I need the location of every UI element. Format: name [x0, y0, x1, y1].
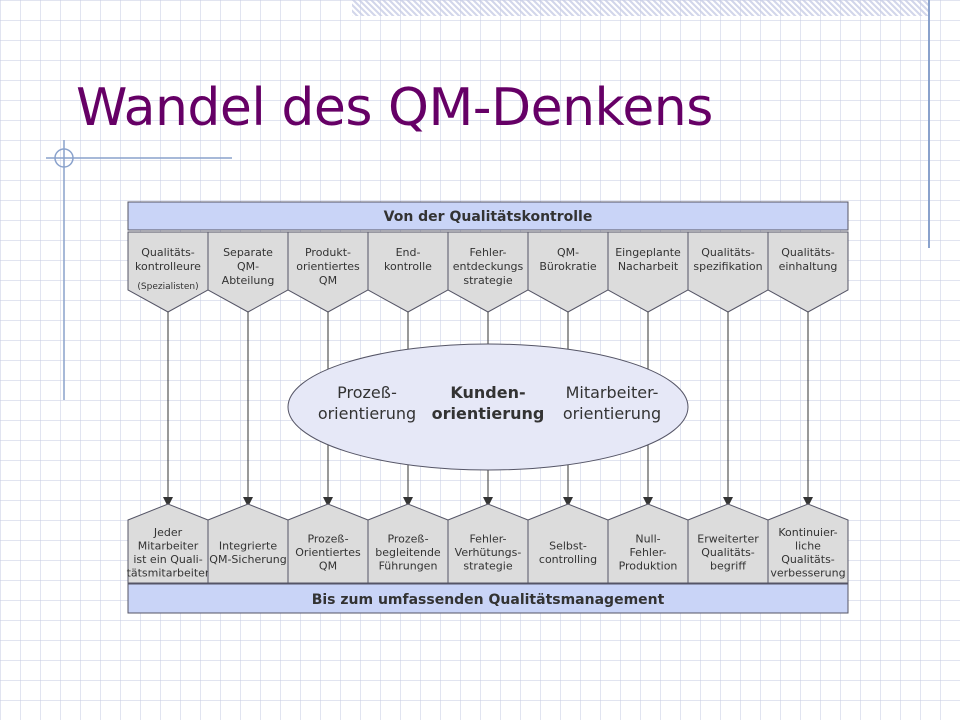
ellipse-label: orientierung	[318, 404, 416, 423]
bottom-item-label: Prozeß-	[387, 533, 428, 546]
top-item-label: QM	[319, 274, 337, 287]
top-item-shape	[287, 231, 369, 313]
top-item-label: Bürokratie	[539, 260, 597, 273]
slide-title: Wandel des QM-Denkens	[76, 78, 713, 138]
bottom-item-label: QM-Sicherung	[209, 553, 286, 566]
crosshair-decoration-icon	[46, 140, 232, 400]
top-item-label: kontrolleure	[135, 260, 201, 273]
top-item-label: spezifikation	[693, 260, 762, 273]
bottom-item-label: verbesserung	[770, 566, 845, 579]
bottom-item-label: Führungen	[379, 560, 438, 573]
top-item-shape	[127, 231, 209, 313]
bottom-item-label: Selbst-	[549, 539, 587, 552]
bottom-item-label: ist ein Quali-	[133, 553, 202, 566]
bottom-item-label: controlling	[539, 553, 597, 566]
right-decor-line	[928, 0, 930, 248]
top-item-label: Abteilung	[222, 274, 275, 287]
bottom-item-label: Jeder	[153, 526, 183, 539]
top-item-shape	[767, 231, 849, 313]
ellipse-label: Prozeß-	[337, 383, 397, 402]
bottom-item-label: tätsmitarbeiter	[127, 566, 210, 579]
ellipse-label: Mitarbeiter-	[566, 383, 659, 402]
bottom-item-label: begleitende	[375, 546, 441, 559]
top-item-label: Separate	[223, 246, 273, 259]
top-item-sublabel: (Spezialisten)	[137, 282, 198, 292]
bottom-item-label: Qualitäts-	[701, 546, 755, 559]
bottom-item-label: Prozeß-	[307, 533, 348, 546]
bottom-item-shape	[767, 503, 849, 584]
bottom-item-label: Fehler-	[629, 546, 666, 559]
top-item-label: End-	[396, 246, 421, 259]
top-item-shape	[447, 231, 529, 313]
top-item-label: Nacharbeit	[618, 260, 679, 273]
bottom-item-label: Orientiertes	[295, 546, 361, 559]
bottom-item-label: Verhütungs-	[455, 546, 522, 559]
top-item-label: Produkt-	[305, 246, 351, 259]
center-ellipse	[287, 343, 689, 471]
top-item-shape	[207, 231, 289, 313]
top-item-label: einhaltung	[779, 260, 838, 273]
bottom-item-label: Produktion	[619, 560, 678, 573]
top-item-label: strategie	[463, 274, 512, 287]
top-item-label: kontrolle	[384, 260, 432, 273]
top-bar	[127, 201, 849, 231]
bottom-item-label: QM	[319, 560, 337, 573]
top-item-label: Qualitäts-	[141, 246, 195, 259]
bottom-item-label: Integrierte	[219, 539, 277, 552]
top-item-label: QM-	[237, 260, 259, 273]
bottom-item-label: Erweiterter	[697, 533, 759, 546]
top-item-label: entdeckungs	[453, 260, 524, 273]
bottom-item-label: Fehler-	[469, 533, 506, 546]
top-item-label: QM-	[557, 246, 579, 259]
top-pattern-band	[352, 0, 930, 16]
ellipse-label: orientierung	[432, 404, 545, 423]
top-item-shape	[367, 231, 449, 313]
top-item-shape	[527, 231, 609, 313]
bottom-item-label: Kontinuier-	[778, 526, 837, 539]
bottom-item-label: Qualitäts-	[781, 553, 835, 566]
top-item-label: Eingeplante	[615, 246, 681, 259]
top-bar-label: Von der Qualitätskontrolle	[384, 209, 593, 225]
top-item-label: Qualitäts-	[781, 246, 835, 259]
top-item-shape	[687, 231, 769, 313]
bottom-item-label: strategie	[463, 560, 512, 573]
ellipse-label: orientierung	[563, 404, 661, 423]
bottom-item-label: Null-	[635, 533, 660, 546]
bottom-bar	[127, 583, 849, 614]
ellipse-text-group: Prozeß-orientierung Kunden-orientierung Mi…	[318, 383, 661, 423]
bottom-item-label: liche	[795, 539, 821, 552]
top-item-label: Qualitäts-	[701, 246, 755, 259]
top-item-label: orientiertes	[296, 260, 360, 273]
bottom-item-label: Mitarbeiter	[138, 539, 199, 552]
top-shapes-group: Qualitäts-kontrolleure (Spezialisten) Sepa…	[127, 231, 849, 313]
top-item-label: Fehler-	[469, 246, 506, 259]
bottom-bar-label: Bis zum umfassenden Qualitätsmanagement	[312, 592, 665, 608]
top-item-shape	[607, 231, 689, 313]
ellipse-label: Kunden-	[450, 383, 525, 402]
bottom-item-label: begriff	[710, 560, 746, 573]
